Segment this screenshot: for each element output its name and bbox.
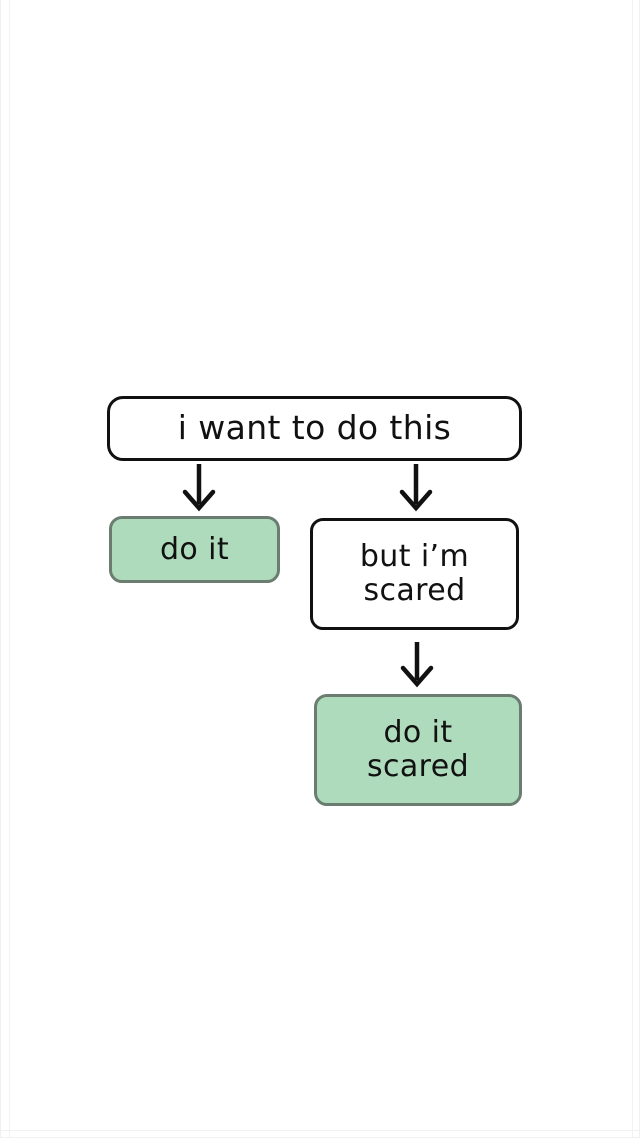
node-do-it: do it — [109, 516, 280, 583]
arrow-down-to-but-im-scared — [399, 464, 433, 512]
frame-right-border — [632, 0, 633, 1137]
arrow-down-to-do-it — [182, 464, 216, 512]
node-do-it-scared: do it scared — [314, 694, 522, 806]
arrow-down-to-do-it-scared — [400, 642, 434, 688]
node-but-im-scared: but i’m scared — [310, 518, 519, 630]
frame-bottom-border — [1, 1130, 639, 1131]
node-i-want-to-do-this: i want to do this — [107, 396, 522, 461]
frame-left-border — [9, 0, 10, 1137]
